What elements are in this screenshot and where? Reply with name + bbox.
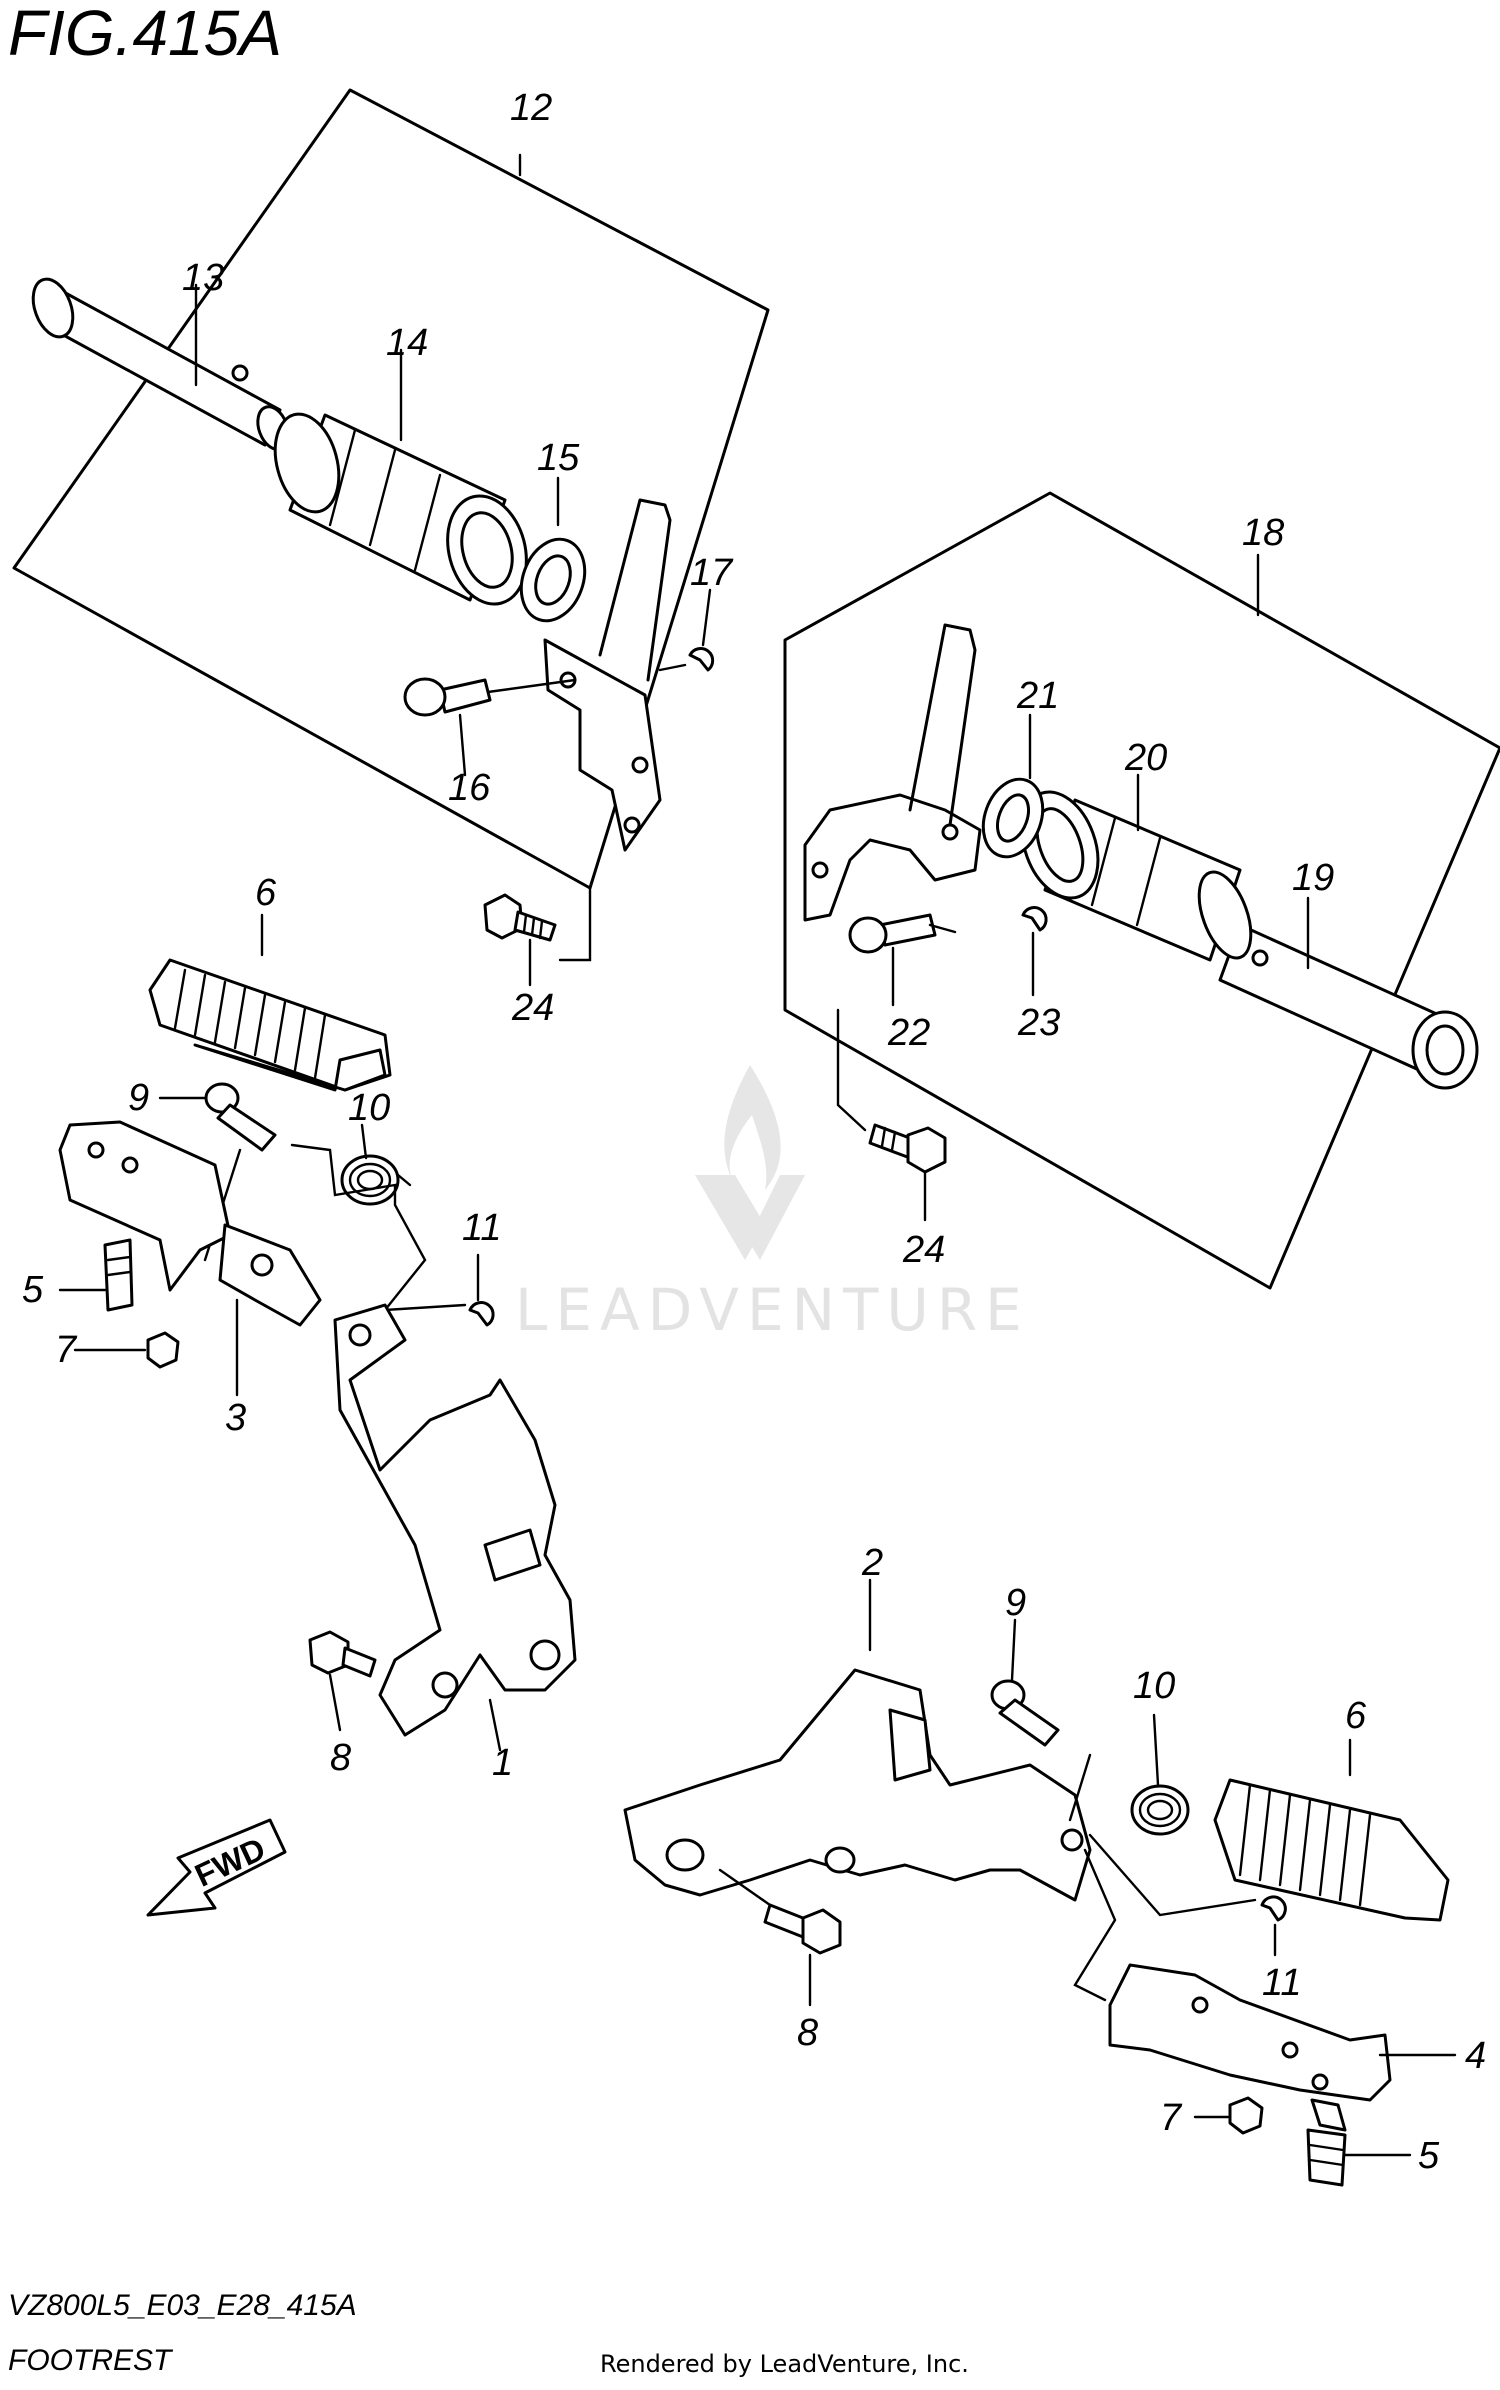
pin-9-right — [990, 1618, 1092, 1822]
callout-16: 16 — [448, 767, 491, 809]
footer-caption: FOOTREST — [8, 2344, 174, 2377]
nut-7-right — [1193, 2096, 1264, 2135]
pin-16 — [403, 677, 577, 717]
callout-3: 3 — [225, 1397, 246, 1439]
callouts: 12 13 14 15 17 16 24 18 21 20 19 22 23 2… — [22, 87, 1486, 2177]
callout-10-left: 10 — [348, 1087, 390, 1129]
clip-11-left — [468, 1253, 495, 1327]
callout-24-upper: 24 — [511, 987, 554, 1029]
group-box-18 — [783, 491, 1500, 1290]
rendered-by: Rendered by LeadVenture, Inc. — [600, 2350, 969, 2378]
footpeg-rubber-14 — [273, 412, 528, 606]
callout-6-right: 6 — [1345, 1695, 1367, 1737]
washer-15 — [519, 537, 587, 623]
watermark-text: LEADVENTURE — [515, 1276, 1030, 1344]
pin-13 — [31, 277, 290, 451]
footpeg-6-right — [1213, 1738, 1450, 1922]
bolt-5-right — [1306, 2098, 1412, 2187]
bolt-24-right — [868, 1123, 947, 1222]
bracket-2 — [623, 1578, 1092, 1902]
callout-11-right: 11 — [1262, 1962, 1301, 2004]
clip-23 — [1021, 906, 1048, 997]
pin-19 — [1218, 923, 1479, 1090]
callout-22: 22 — [887, 1012, 930, 1054]
callout-2: 2 — [861, 1542, 883, 1584]
model-code: VZ800L5_E03_E28_415A — [8, 2289, 357, 2322]
callout-4: 4 — [1465, 2035, 1486, 2077]
footpeg-rubber-20 — [1020, 790, 1253, 962]
callout-23: 23 — [1017, 1002, 1060, 1044]
callout-9-left: 9 — [128, 1077, 149, 1119]
callout-17: 17 — [690, 552, 734, 594]
bolt-8-right — [718, 1868, 842, 2007]
callout-9-right: 9 — [1005, 1582, 1026, 1624]
callout-5-left: 5 — [22, 1269, 44, 1311]
callout-11-left: 11 — [462, 1207, 501, 1249]
callout-15: 15 — [537, 437, 580, 479]
bracket-3 — [58, 1120, 322, 1397]
callout-14: 14 — [386, 322, 428, 364]
callout-8-left: 8 — [330, 1737, 351, 1779]
bracket-18 — [803, 623, 982, 922]
callout-12: 12 — [510, 87, 552, 129]
bracket-12 — [543, 498, 672, 852]
footpeg-6-left — [148, 913, 392, 1092]
callout-24-right: 24 — [902, 1229, 945, 1271]
nut-7-left — [73, 1331, 180, 1369]
clip-11-right — [1260, 1895, 1287, 1957]
figure-title: FIG.415A — [8, 0, 282, 69]
callout-7-right: 7 — [1160, 2097, 1183, 2139]
callout-8-right: 8 — [797, 2012, 818, 2054]
spring-10-right — [1130, 1713, 1190, 1836]
bracket-1 — [333, 1303, 577, 1752]
callout-18: 18 — [1242, 512, 1284, 554]
washer-21 — [981, 777, 1045, 859]
bolt-24-upper — [483, 893, 557, 987]
callout-7-left: 7 — [55, 1329, 78, 1371]
callout-20: 20 — [1124, 737, 1167, 779]
callout-5-right: 5 — [1418, 2135, 1440, 2177]
fwd-arrow-icon: FWD — [146, 1818, 287, 1917]
clip-17 — [658, 588, 715, 672]
callout-1: 1 — [492, 1742, 513, 1784]
bracket-4 — [1108, 1963, 1457, 2102]
callout-21: 21 — [1016, 675, 1059, 717]
callout-19: 19 — [1292, 857, 1334, 899]
bolt-5-left — [58, 1238, 134, 1312]
group-box-12 — [12, 88, 770, 962]
callout-13: 13 — [182, 257, 224, 299]
pin-22 — [848, 913, 957, 954]
watermark: LEADVENTURE — [515, 1065, 1030, 1344]
callout-6-left: 6 — [255, 872, 277, 914]
leadventure-logo-icon — [695, 1065, 805, 1260]
callout-10-right: 10 — [1133, 1665, 1175, 1707]
bolt-8-left — [308, 1630, 377, 1732]
